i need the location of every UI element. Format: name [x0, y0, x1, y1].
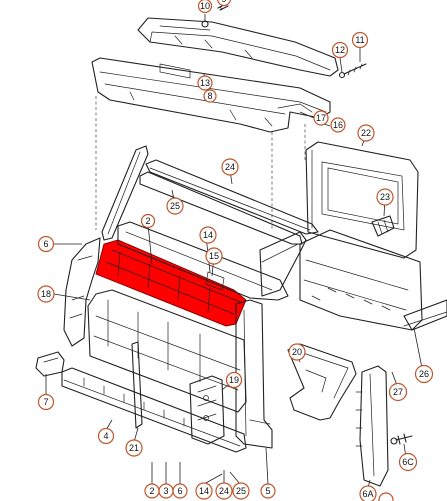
callout-24[interactable]: 24	[221, 158, 239, 176]
callouts: 10 9 12 11 13 8 17 16 22 24 25	[37, 0, 434, 501]
callout-13-label: 13	[200, 78, 210, 88]
callout-15[interactable]: 15	[205, 247, 223, 265]
right-body-side	[259, 229, 423, 331]
callout-bottom-24-label: 24	[219, 486, 229, 496]
callout-6a[interactable]: 6A	[359, 485, 377, 501]
callout-7-label: 7	[43, 397, 48, 407]
callout-21-label: 21	[129, 443, 139, 453]
front-upper-panel-highlighted[interactable]	[95, 239, 247, 327]
callout-6a-label: 6A	[362, 489, 373, 499]
callout-10-label: 10	[200, 1, 210, 11]
callout-bottom-2-label: 2	[149, 486, 154, 496]
callout-17[interactable]: 17	[313, 110, 329, 126]
callout-bottom-25[interactable]: 25	[232, 482, 250, 500]
callout-bottom-3-label: 3	[163, 486, 168, 496]
callout-9-label: 9	[221, 0, 226, 4]
callout-6c-label: 6C	[402, 457, 414, 467]
callout-25[interactable]: 25	[166, 197, 184, 215]
callout-16-label: 16	[333, 120, 343, 130]
callout-2-label: 2	[145, 216, 150, 226]
door-pillar	[287, 343, 357, 421]
front-beam	[91, 57, 331, 133]
callout-20[interactable]: 20	[288, 343, 306, 361]
callout-10[interactable]: 10	[197, 0, 213, 14]
callout-partial-bottom-right	[378, 492, 394, 501]
callout-4-label: 4	[103, 431, 108, 441]
callout-bottom-3[interactable]: 3	[158, 483, 174, 499]
callout-19[interactable]: 19	[225, 371, 243, 389]
bottom-rail	[61, 367, 247, 453]
callout-14-label: 14	[203, 230, 213, 240]
callout-22[interactable]: 22	[357, 124, 375, 142]
callout-bottom-5[interactable]: 5	[260, 483, 276, 499]
callout-26[interactable]: 26	[414, 364, 434, 384]
rear-upper-panel	[117, 221, 289, 301]
callout-27[interactable]: 27	[388, 382, 408, 402]
callout-bottom-14-label: 14	[199, 486, 209, 496]
left-side-panel	[63, 237, 101, 347]
callout-13[interactable]: 13	[197, 75, 213, 91]
callout-20-label: 20	[292, 347, 302, 357]
callout-bottom-2[interactable]: 2	[144, 483, 160, 499]
callout-6-label: 6	[43, 239, 48, 249]
callout-9[interactable]: 9	[216, 0, 232, 7]
callout-24-label: 24	[225, 162, 235, 172]
callout-23-label: 23	[380, 192, 390, 202]
callout-18-label: 18	[41, 289, 51, 299]
small-bracket-7	[35, 351, 65, 377]
callout-26-label: 26	[419, 369, 429, 379]
callout-bottom-24[interactable]: 24	[215, 482, 233, 500]
callout-15-label: 15	[209, 251, 219, 261]
callout-12[interactable]: 12	[331, 41, 349, 59]
rear-window-panel	[305, 141, 419, 259]
callout-7[interactable]: 7	[37, 393, 55, 411]
callout-6[interactable]: 6	[37, 235, 55, 253]
callout-27-label: 27	[393, 387, 403, 397]
callout-19-label: 19	[229, 375, 239, 385]
callout-23[interactable]: 23	[376, 188, 394, 206]
left-pillar-strip	[101, 145, 149, 241]
upper-cross-member	[137, 17, 339, 77]
callout-18[interactable]: 18	[37, 285, 55, 303]
callout-17-label: 17	[316, 113, 326, 123]
callout-12-label: 12	[335, 45, 345, 55]
lower-right-pillar	[355, 365, 389, 487]
right-sill	[403, 299, 447, 331]
callout-bottom-6-label: 6	[177, 486, 182, 496]
callout-bottom-14[interactable]: 14	[195, 482, 213, 500]
callout-14[interactable]: 14	[199, 226, 217, 244]
callout-25-label: 25	[170, 201, 180, 211]
callout-16[interactable]: 16	[330, 117, 346, 133]
callout-2[interactable]: 2	[140, 213, 156, 229]
bolt-11	[338, 63, 367, 79]
callout-22-label: 22	[361, 128, 371, 138]
callout-11-label: 11	[355, 35, 364, 45]
callout-8-label: 8	[207, 91, 212, 101]
callout-21[interactable]: 21	[125, 439, 143, 457]
callout-4[interactable]: 4	[97, 427, 115, 445]
callout-bottom-6[interactable]: 6	[172, 483, 188, 499]
callout-bottom-25-label: 25	[236, 486, 246, 496]
small-bracket	[371, 215, 395, 237]
front-lower-panel	[87, 289, 247, 445]
vertical-bracket	[131, 341, 143, 429]
callout-8[interactable]: 8	[203, 89, 217, 103]
bolt-6c	[390, 433, 413, 445]
right-front-pillar	[235, 299, 273, 449]
callout-11[interactable]: 11	[351, 31, 369, 49]
callout-6c[interactable]: 6C	[398, 452, 418, 472]
callout-bottom-5-label: 5	[265, 486, 270, 496]
roof-front-strip	[139, 159, 319, 245]
